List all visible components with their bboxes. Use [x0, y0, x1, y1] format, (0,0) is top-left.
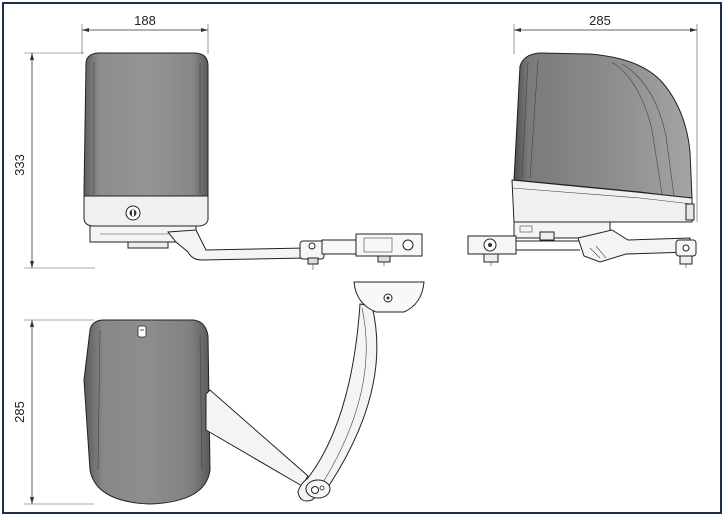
drawing-frame: [2, 2, 722, 514]
side-arm: [577, 229, 697, 268]
plan-depth-dimension: 285: [12, 319, 94, 505]
plan-pivot: [305, 479, 331, 499]
plan-wall-bracket: [353, 281, 425, 313]
lock-icon: [125, 205, 141, 221]
side-view: 285: [467, 13, 698, 268]
front-housing-cover: [83, 52, 209, 205]
front-telescopic-arm: [299, 233, 423, 270]
front-width-dimension: 188: [81, 13, 209, 54]
plan-curved-arm: [297, 303, 378, 502]
front-height-dimension: 333: [12, 52, 95, 269]
cable-gland-icon: [137, 325, 147, 338]
front-height-label: 333: [12, 154, 27, 176]
front-base: [83, 195, 209, 227]
side-width-label: 285: [589, 13, 611, 28]
plan-depth-label: 285: [12, 401, 27, 423]
front-view: 188 333: [12, 13, 423, 270]
front-width-label: 188: [134, 13, 156, 28]
side-housing-cover: [513, 52, 693, 199]
side-telescopic-arm: [467, 235, 580, 266]
plan-lever-arm: [205, 389, 309, 487]
plan-view: 285: [12, 281, 425, 505]
front-arm: [167, 229, 307, 261]
side-width-dimension: 285: [513, 13, 698, 222]
plan-housing-cover: [83, 319, 211, 505]
